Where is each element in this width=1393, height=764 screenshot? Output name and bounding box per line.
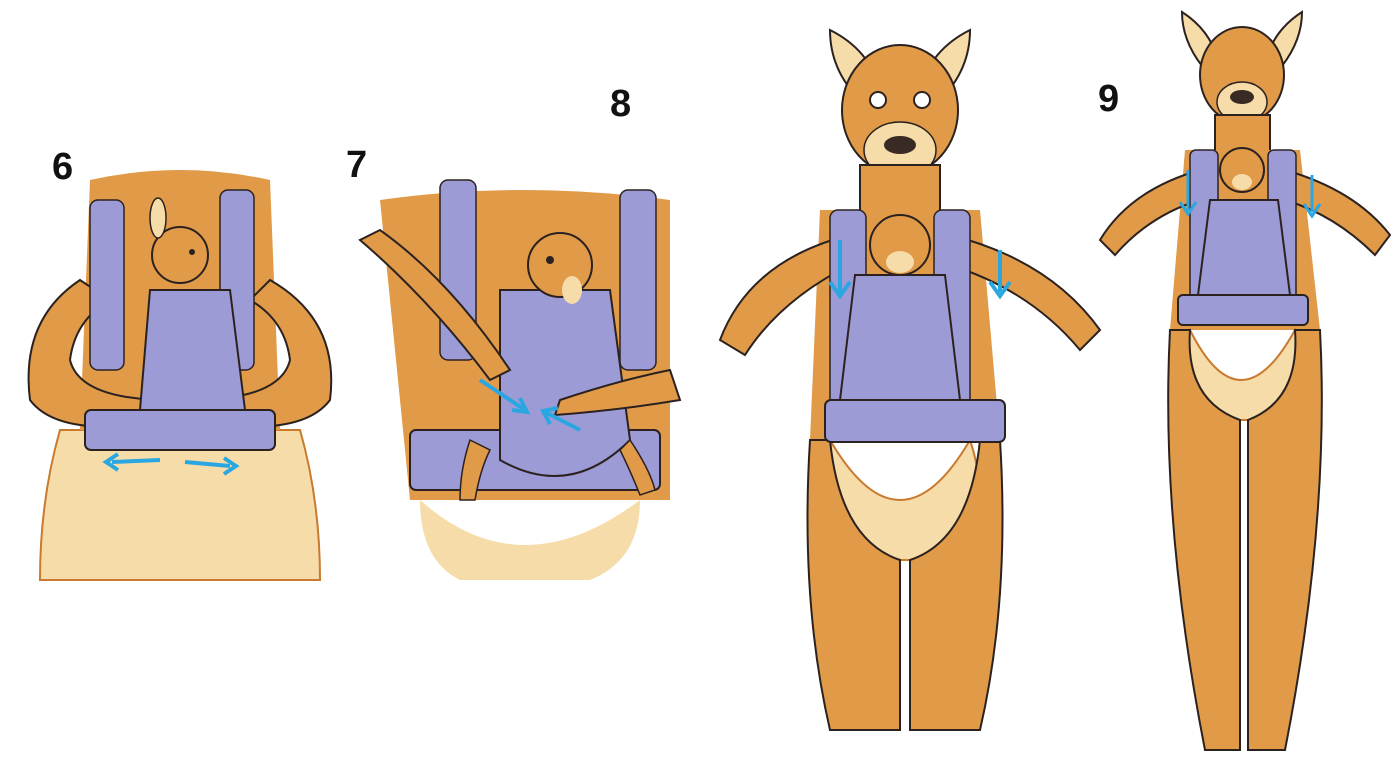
baby-ear: [150, 198, 166, 238]
baby-muzzle: [886, 251, 914, 273]
shoulder-strap-left: [90, 200, 124, 370]
step-6-panel: 6: [0, 140, 360, 610]
waist-belt: [85, 410, 275, 450]
step-6-illustration: [0, 140, 360, 610]
parent-nose: [884, 136, 916, 154]
step-8-illustration: [600, 0, 1120, 764]
parent-nose: [1230, 90, 1254, 104]
arrow-left: [112, 460, 160, 462]
carrier-panel: [140, 290, 245, 410]
step-9-illustration: [1090, 0, 1393, 764]
step-8-panel: 8: [600, 0, 1120, 764]
baby-muzzle: [1232, 174, 1252, 190]
step-9-panel: 9: [1090, 0, 1393, 764]
baby-eye: [546, 256, 554, 264]
waist-belt: [825, 400, 1005, 442]
baby-head: [528, 233, 592, 297]
baby-eye: [189, 249, 195, 255]
parent-eye-left: [870, 92, 886, 108]
parent-body: [40, 430, 320, 580]
parent-eye-right: [914, 92, 930, 108]
carrier-panel: [840, 275, 960, 415]
baby-muzzle: [562, 276, 582, 304]
waist-belt: [1178, 295, 1308, 325]
carrier-panel: [1198, 200, 1290, 307]
